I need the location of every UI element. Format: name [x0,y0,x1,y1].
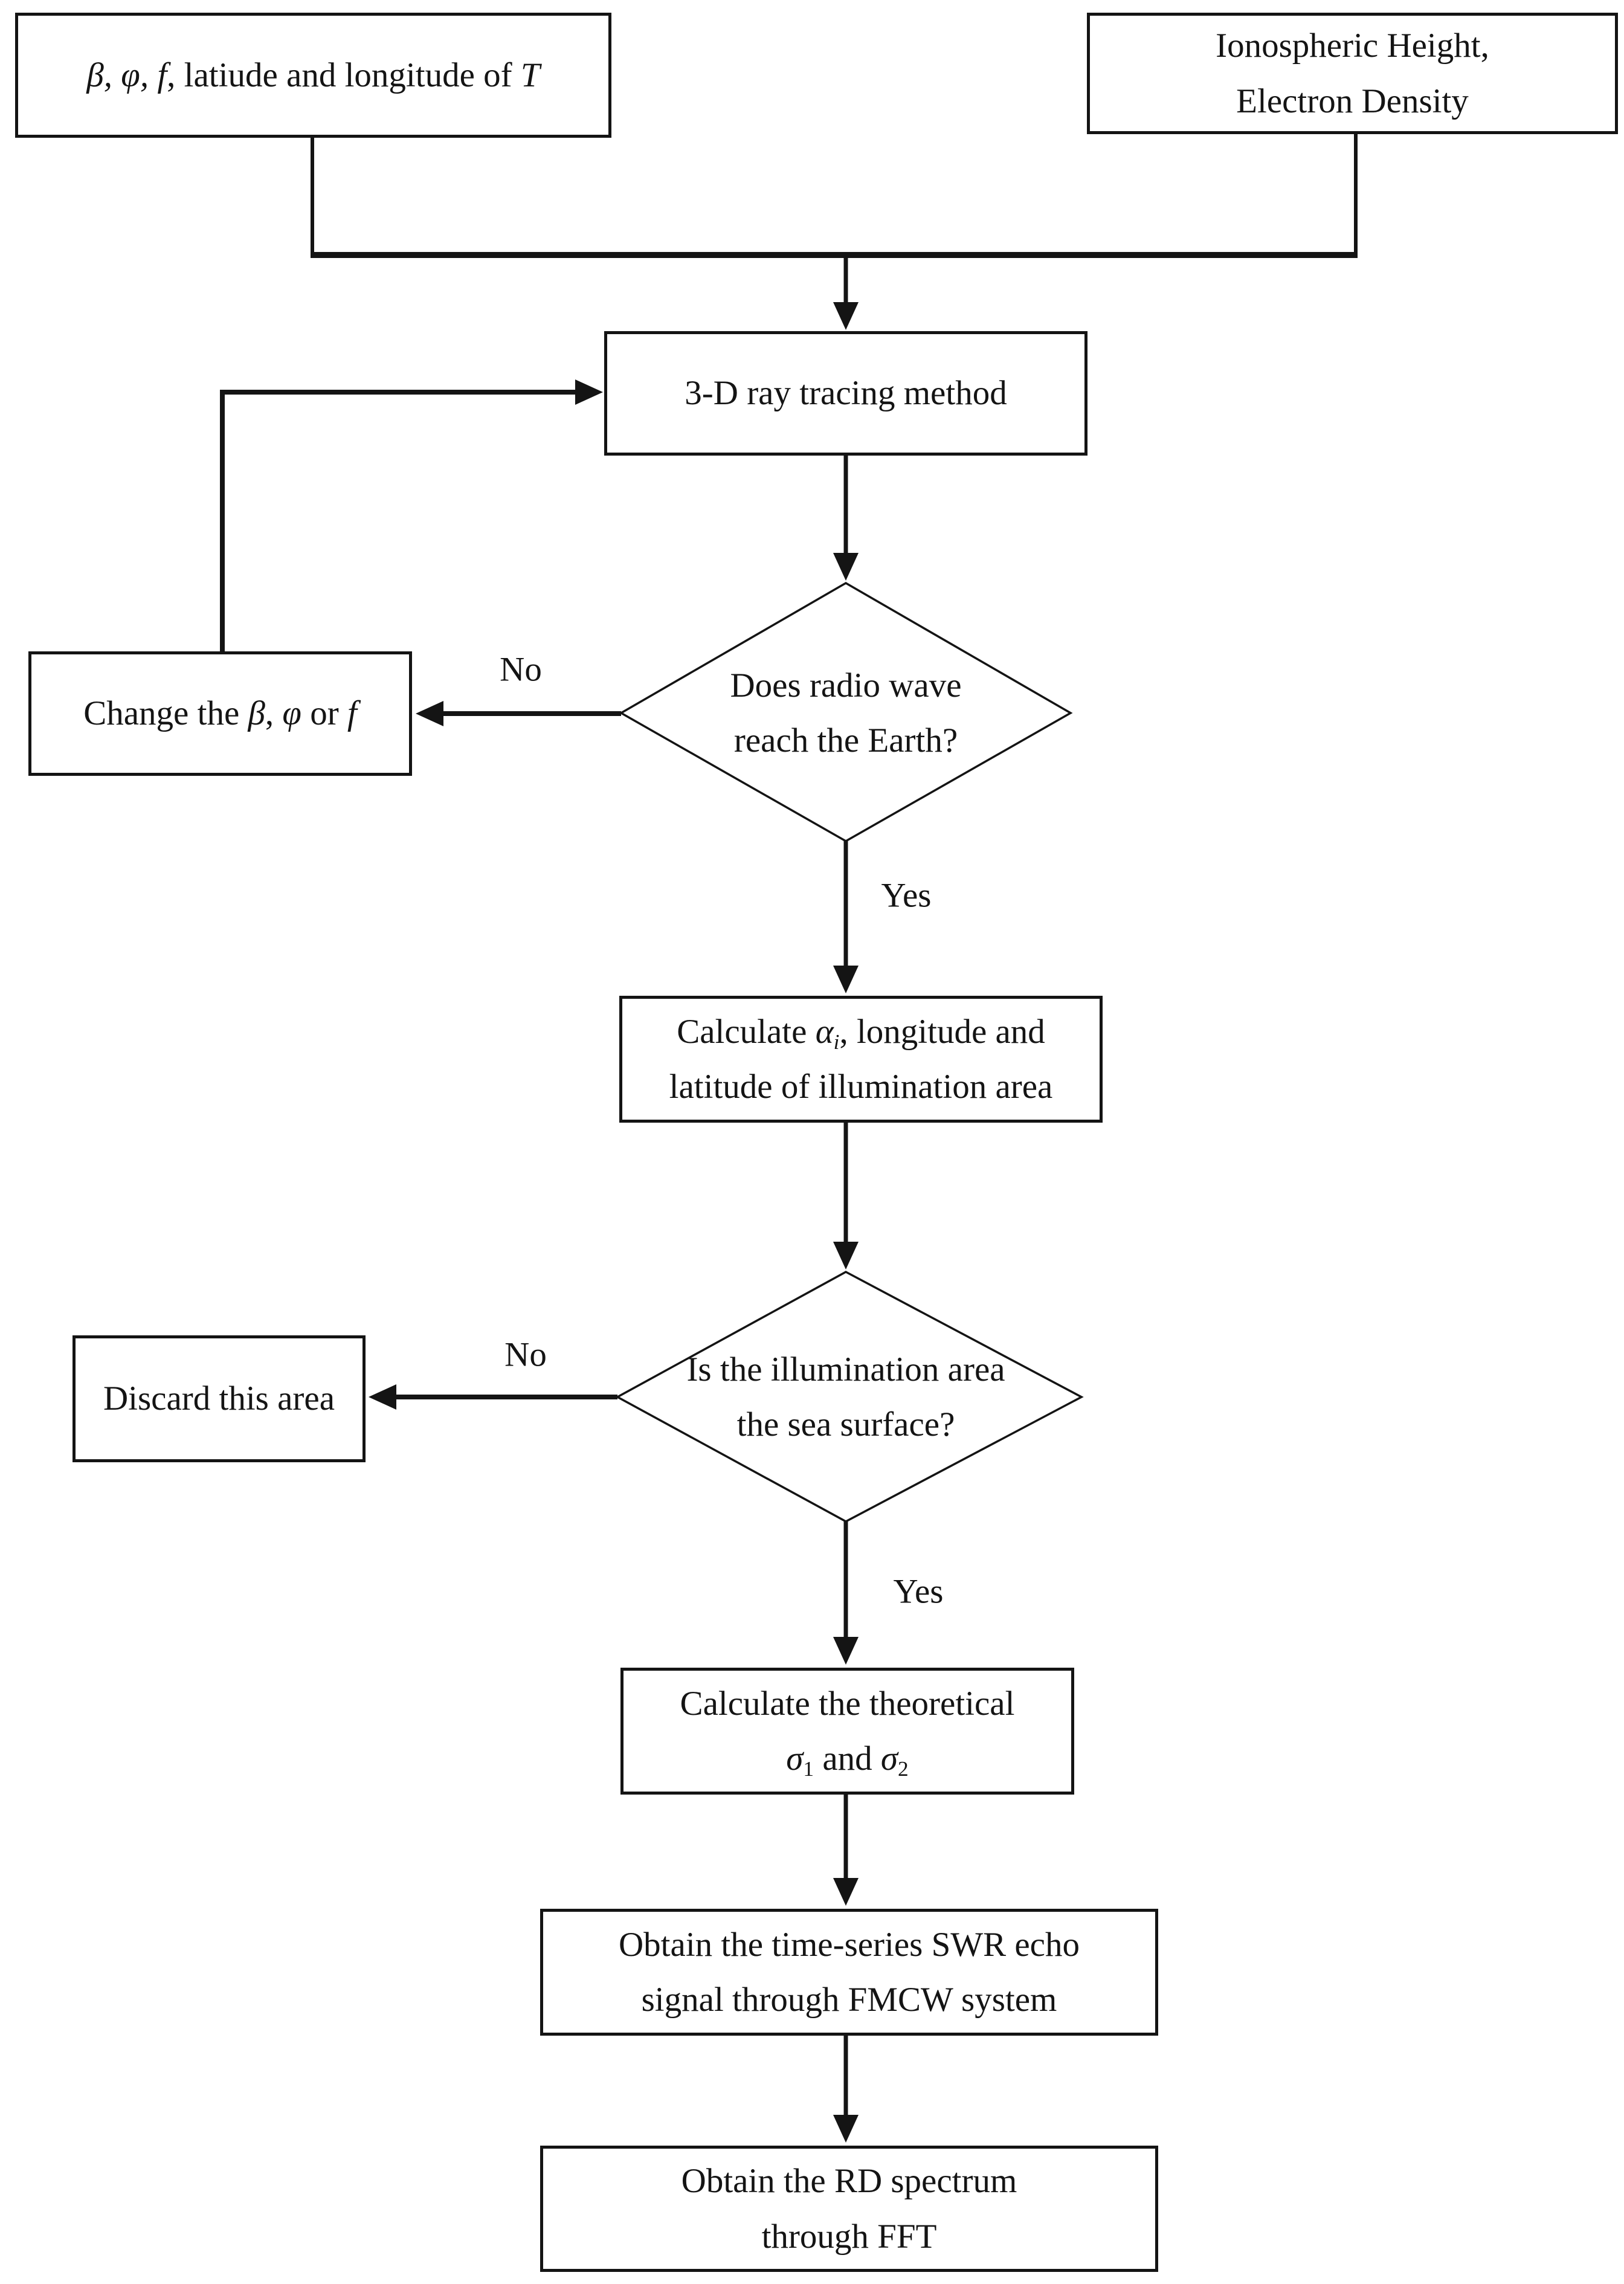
decision-sea-surface-label: Is the illumination area the sea surface… [686,1350,1005,1444]
node-change-parameters-label: Change the β, φ or f [83,694,357,733]
node-ray-tracing: 3-D ray tracing method [604,331,1088,456]
arrowhead-into-swr [833,1878,859,1906]
node-ray-tracing-label: 3-D ray tracing method [685,374,1007,413]
arrowhead-loop-into-raytracing [575,379,603,405]
node-rd-spectrum-label: Obtain the RD spectrum through FFT [681,2162,1017,2256]
edge-label-yes-2: Yes [893,1572,944,1611]
node-ionospheric-data-label: Ionospheric Height, Electron Density [1216,27,1489,120]
arrowhead-into-calc-sigma [833,1637,859,1665]
node-calc-sigma: Calculate the theoretical σ1 and σ2 [620,1668,1074,1795]
edge-label-no-2: No [504,1335,547,1374]
node-calc-sigma-label: Calculate the theoretical σ1 and σ2 [680,1684,1015,1781]
node-rd-spectrum: Obtain the RD spectrum through FFT [540,2146,1158,2272]
node-swr-echo: Obtain the time-series SWR echo signal t… [540,1909,1158,2036]
node-ionospheric-data: Ionospheric Height, Electron Density [1087,13,1618,134]
edge-label-yes-1: Yes [881,876,932,915]
node-input-parameters: β, φ, f, latiude and longitude of T [15,13,611,138]
loop-line [220,390,576,651]
arrowhead-into-raytracing [833,302,859,330]
node-input-parameters-label: β, φ, f, latiude and longitude of T [86,56,540,94]
arrowhead-into-rd [833,2115,859,2143]
node-calc-alpha: Calculate αi, longitude and latitude of … [619,996,1103,1123]
arrowhead-into-discard [369,1384,396,1410]
node-change-parameters: Change the β, φ or f [28,651,412,776]
arrowhead-into-change [416,701,443,726]
arrowhead-into-calc-alpha [833,966,859,993]
node-discard-area: Discard this area [72,1335,366,1462]
node-discard-area-label: Discard this area [103,1379,335,1418]
arrowhead-into-decision1 [833,553,859,581]
node-swr-echo-label: Obtain the time-series SWR echo signal t… [619,1925,1080,2019]
decision-reach-earth-label: Does radio wave reach the Earth? [730,666,962,760]
node-calc-alpha-label: Calculate αi, longitude and latitude of … [669,1012,1053,1106]
edge-label-no-1: No [500,650,542,689]
arrowhead-into-decision2 [833,1242,859,1269]
